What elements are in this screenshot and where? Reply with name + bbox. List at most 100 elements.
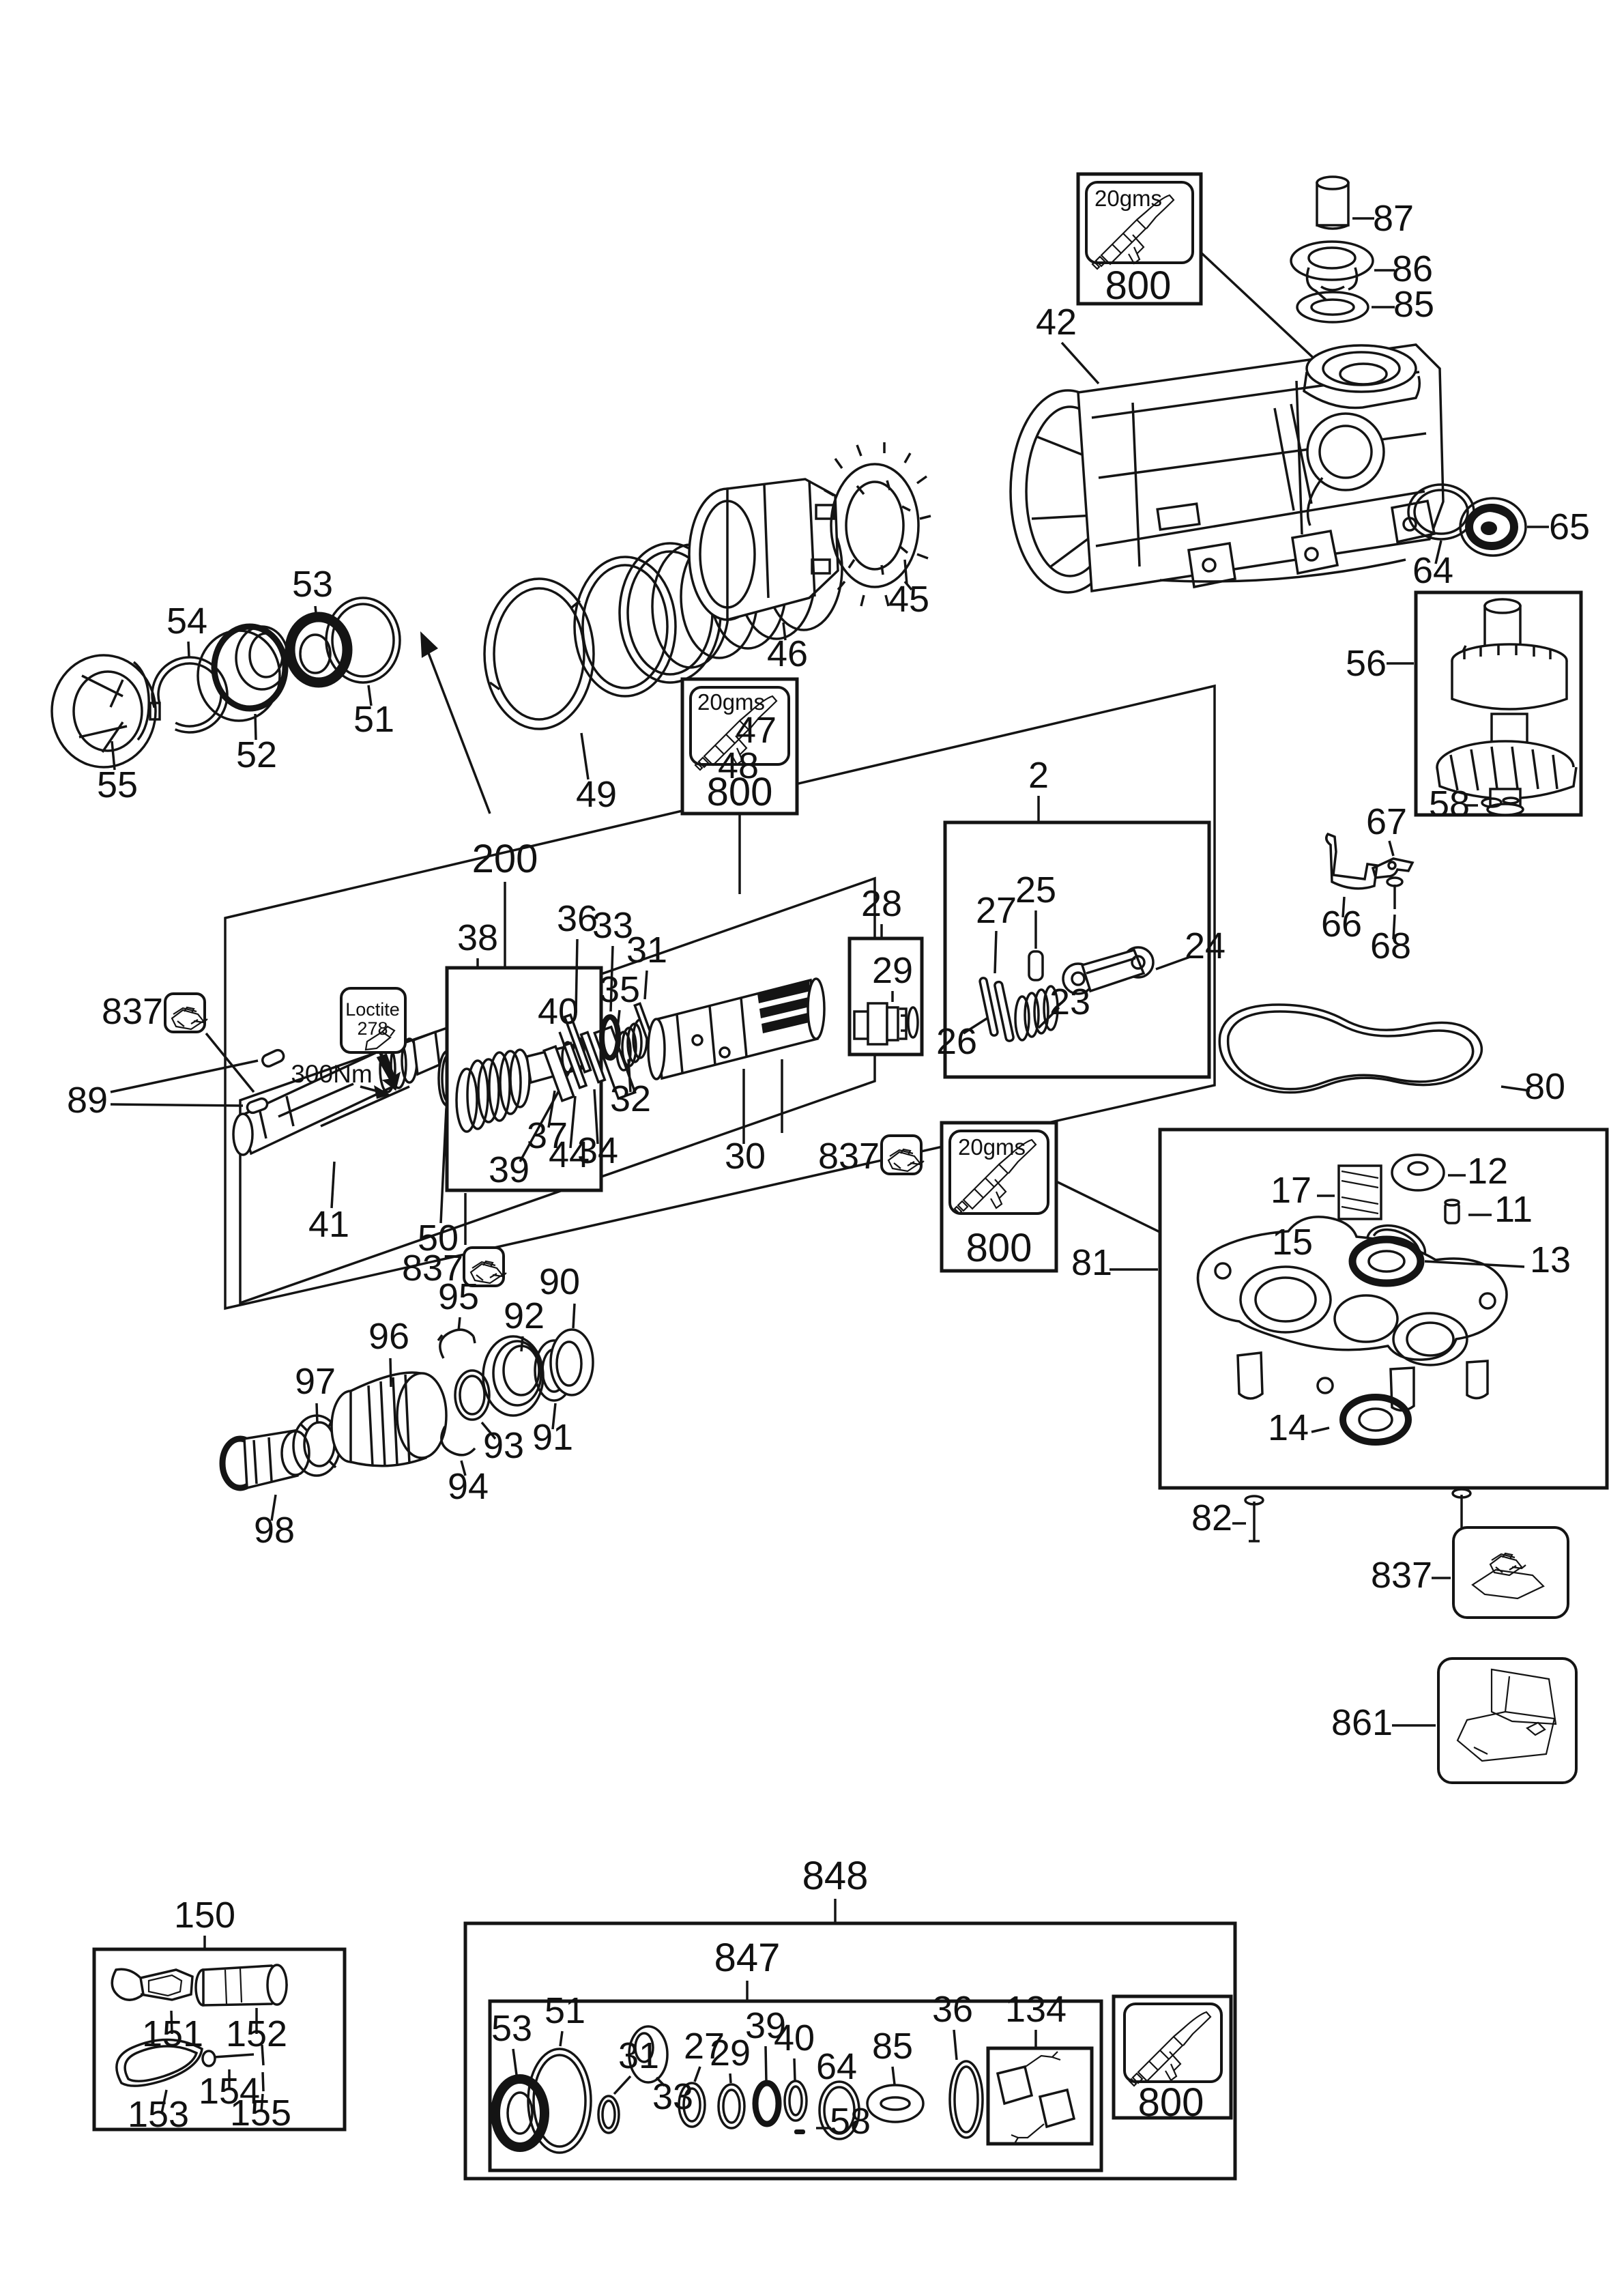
callout-c47: 47 bbox=[736, 710, 777, 751]
callout-c42: 42 bbox=[1036, 302, 1077, 343]
callout-c58a: 58 bbox=[1429, 784, 1470, 824]
callout-loctite1: Loctite bbox=[345, 999, 400, 1020]
callout-c837c: 837 bbox=[818, 1136, 880, 1177]
callout-c847: 847 bbox=[714, 1936, 781, 1980]
part-89-pins bbox=[110, 1048, 285, 1115]
callout-kit-800-b: 800 bbox=[707, 770, 773, 814]
callout-c80: 80 bbox=[1524, 1066, 1565, 1107]
part-53-seal bbox=[285, 605, 353, 688]
torque-300nm-arrow bbox=[360, 1085, 390, 1099]
callout-c34: 34 bbox=[577, 1130, 618, 1171]
callout-c68: 68 bbox=[1370, 925, 1411, 966]
callout-c46: 46 bbox=[767, 633, 808, 674]
main-assembly-quads bbox=[224, 684, 1216, 1310]
callout-kit-800-c: 800 bbox=[966, 1226, 1032, 1270]
callout-c95: 95 bbox=[438, 1276, 479, 1317]
part-86-dust-cap bbox=[1290, 240, 1395, 302]
part-42-motor-housing bbox=[1009, 341, 1445, 594]
part-68-screw bbox=[1386, 876, 1404, 940]
callout-c39: 39 bbox=[489, 1149, 530, 1190]
callout-c150: 150 bbox=[174, 1895, 235, 1936]
part-85-o-ring bbox=[1296, 291, 1395, 324]
callout-c28: 28 bbox=[861, 883, 902, 924]
callout-c48: 48 bbox=[718, 745, 759, 786]
callout-c24: 24 bbox=[1185, 925, 1226, 966]
callout-loctite2: 278 bbox=[357, 1018, 388, 1039]
callout-c44: 44 bbox=[549, 1134, 590, 1175]
callout-gms-a: 20gms bbox=[1094, 186, 1162, 211]
callout-c200: 200 bbox=[472, 837, 538, 881]
callout-gms-c: 20gms bbox=[958, 1134, 1026, 1160]
callout-torque: 300Nm bbox=[291, 1060, 372, 1088]
callout-c53b: 53 bbox=[491, 2008, 532, 2049]
part-30-cylinder bbox=[647, 977, 826, 1144]
accessory-861-case bbox=[1392, 1657, 1578, 1784]
part-67-clip bbox=[1371, 840, 1415, 879]
part-80-gasket bbox=[1218, 1003, 1531, 1094]
callout-c65: 65 bbox=[1549, 506, 1590, 547]
kit-800-box-gearcase bbox=[940, 1121, 1293, 1298]
callout-c31: 31 bbox=[626, 930, 667, 971]
callout-c36: 36 bbox=[557, 898, 598, 939]
callout-c51b: 51 bbox=[545, 1990, 585, 2031]
loctite-278-callout bbox=[340, 987, 407, 1091]
part-41-spindle bbox=[232, 1030, 441, 1209]
callout-c29b: 29 bbox=[710, 2033, 751, 2073]
accessory-837-box bbox=[1432, 1526, 1569, 1619]
callout-c49: 49 bbox=[576, 774, 617, 815]
callout-c25: 25 bbox=[1015, 870, 1056, 910]
callout-c64b: 64 bbox=[816, 2046, 857, 2087]
callout-c56: 56 bbox=[1346, 643, 1387, 684]
callout-837-below-30 bbox=[880, 1134, 925, 1175]
callout-c15: 15 bbox=[1272, 1222, 1313, 1263]
labels-layer: 20gms80087868542646556586766685554525351… bbox=[67, 186, 1590, 2142]
service-kit-848-box bbox=[463, 1899, 1237, 2181]
parts-90-98-chuck-group bbox=[219, 1303, 594, 1521]
callout-c32: 32 bbox=[610, 1078, 651, 1119]
callout-c53: 53 bbox=[292, 564, 333, 605]
callout-c35: 35 bbox=[599, 969, 640, 1010]
callout-kit-800-a: 800 bbox=[1105, 263, 1172, 308]
callout-c89: 89 bbox=[67, 1080, 108, 1121]
callout-c55: 55 bbox=[97, 764, 138, 805]
callout-c93: 93 bbox=[483, 1425, 524, 1466]
callout-c12: 12 bbox=[1467, 1151, 1508, 1192]
callout-837-below-38 bbox=[463, 1193, 508, 1287]
callout-c861: 861 bbox=[1331, 1702, 1393, 1743]
callout-c837a: 837 bbox=[102, 991, 163, 1032]
callout-c94: 94 bbox=[448, 1466, 489, 1507]
callout-c50: 50 bbox=[418, 1218, 459, 1259]
callout-c90: 90 bbox=[539, 1261, 580, 1302]
callout-c96: 96 bbox=[368, 1316, 409, 1357]
callout-c36b: 36 bbox=[932, 1989, 973, 2030]
callout-c13: 13 bbox=[1530, 1239, 1571, 1280]
callout-c97: 97 bbox=[295, 1361, 336, 1402]
callout-c86: 86 bbox=[1392, 248, 1433, 289]
kit-800-box-middle bbox=[680, 677, 799, 894]
parts-35-37-36-44-34-33-32-31 bbox=[542, 938, 655, 1149]
callout-c33: 33 bbox=[592, 905, 633, 946]
part-28-29-coupler-box bbox=[847, 924, 924, 1057]
callout-c40b: 40 bbox=[774, 2018, 815, 2058]
part-51-o-ring bbox=[325, 597, 401, 706]
callout-c51: 51 bbox=[353, 699, 394, 740]
assembly-direction-arrow bbox=[420, 631, 491, 814]
callout-c134: 134 bbox=[1005, 1989, 1067, 2030]
callout-c30: 30 bbox=[725, 1136, 766, 1177]
callout-c11: 11 bbox=[1494, 1189, 1533, 1230]
callout-c92: 92 bbox=[504, 1295, 545, 1336]
callout-c837d: 837 bbox=[1371, 1555, 1432, 1596]
callout-c27: 27 bbox=[976, 890, 1017, 931]
callout-c33b: 33 bbox=[652, 2076, 693, 2117]
callout-c45: 45 bbox=[888, 579, 929, 620]
callout-c2: 2 bbox=[1028, 755, 1049, 796]
part-81-gearcase-box bbox=[1110, 1128, 1609, 1490]
callout-c26: 26 bbox=[936, 1021, 977, 1062]
part-56-spindle-gear-box bbox=[1387, 590, 1583, 817]
callout-c82: 82 bbox=[1191, 1497, 1232, 1538]
part-66-bracket bbox=[1325, 832, 1378, 918]
part-82-screws bbox=[1232, 1488, 1472, 1542]
callout-c41: 41 bbox=[308, 1204, 349, 1245]
part-49-ring bbox=[483, 577, 595, 780]
